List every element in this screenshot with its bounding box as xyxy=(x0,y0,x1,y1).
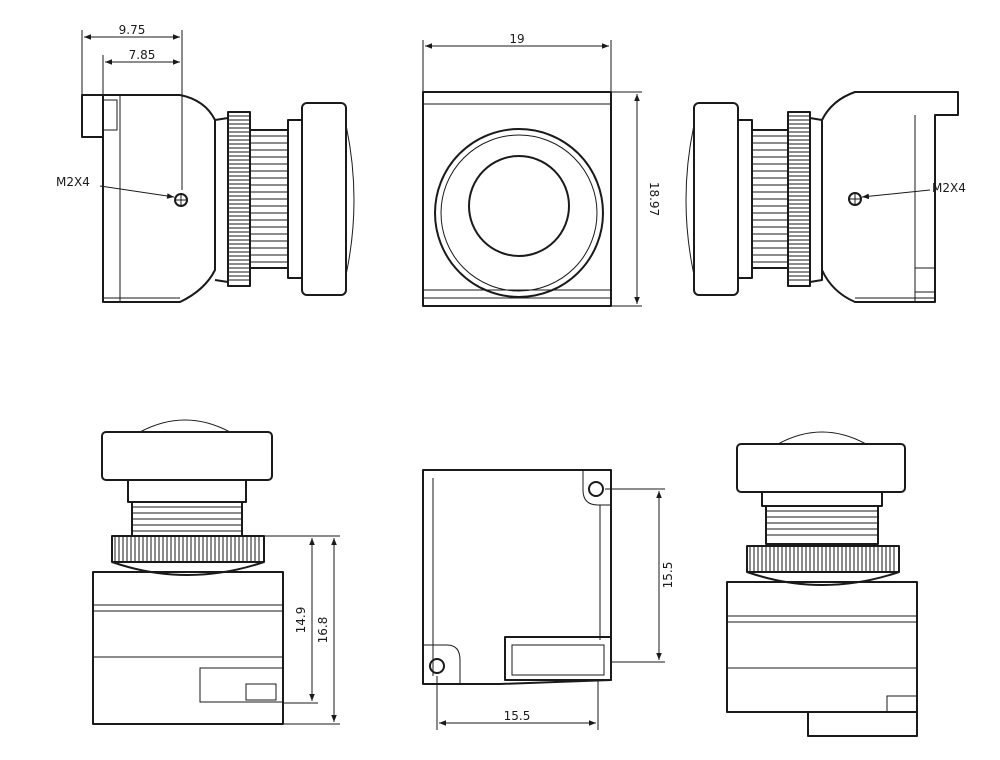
dim-14-9: 14.9 xyxy=(294,607,308,634)
elevation-view-right xyxy=(726,431,918,737)
right-side-view: M2X4 xyxy=(685,91,966,303)
dim-19: 19 xyxy=(509,32,524,46)
dim-9-75: 9.75 xyxy=(119,23,146,37)
knurl-bottom-right xyxy=(749,547,895,571)
back-view: 15.5 15.5 xyxy=(422,469,675,730)
left-side-view: 9.75 7.85 M2X4 xyxy=(56,23,355,303)
knurl-ring-left xyxy=(228,115,250,281)
callout-m2x4-right: M2X4 xyxy=(932,181,966,195)
thread-left xyxy=(250,135,288,263)
elevation-view-left: 14.9 16.8 xyxy=(92,419,340,725)
dim-7-85: 7.85 xyxy=(129,48,156,62)
knurl-ring-right xyxy=(788,115,810,281)
mount-hole-icon xyxy=(588,481,604,497)
thread-right xyxy=(752,135,788,263)
callout-m2x4-left: M2X4 xyxy=(56,175,90,189)
thread-bottom-right xyxy=(766,510,878,536)
thread-bottom-left xyxy=(132,506,242,532)
knurl-bottom-left xyxy=(114,537,260,561)
mount-hole-icon xyxy=(429,658,445,674)
dim-15-5-horizontal: 15.5 xyxy=(504,709,531,723)
front-view: 19 18.97 xyxy=(422,32,661,307)
dim-16-8: 16.8 xyxy=(316,617,330,644)
dim-15-5-vertical: 15.5 xyxy=(661,562,675,589)
dim-18-97: 18.97 xyxy=(647,182,661,216)
